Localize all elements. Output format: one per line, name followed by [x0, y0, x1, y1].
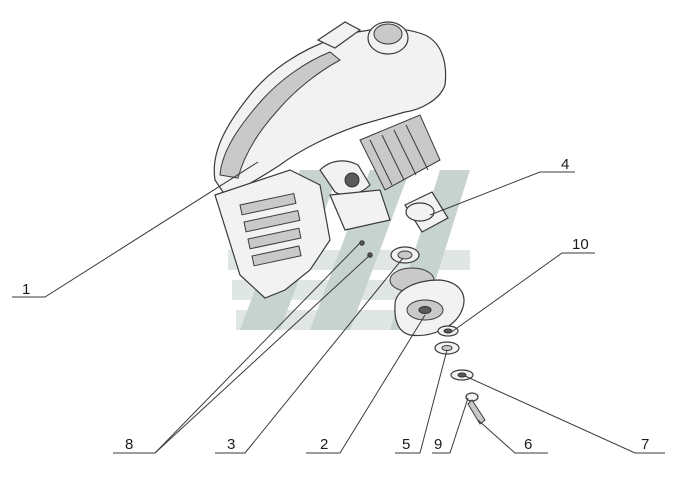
leader-2 [306, 314, 426, 454]
part-3-washer [390, 246, 420, 264]
leader-8b [154, 254, 371, 454]
callout-4: 4 [561, 156, 569, 173]
callout-1: 1 [22, 281, 30, 298]
leader-10 [449, 252, 595, 334]
part-10-washer [437, 325, 459, 337]
engine-housing [213, 21, 447, 196]
fuel-cap [367, 21, 409, 55]
callout-5: 5 [402, 436, 410, 453]
part-4-bushing [404, 191, 449, 233]
filter-grille [239, 192, 302, 267]
callout-10: 10 [572, 236, 589, 253]
part-6-screw [465, 392, 486, 425]
callout-8: 8 [125, 436, 133, 453]
leader-5 [395, 349, 448, 454]
callout-6: 6 [524, 436, 532, 453]
leader-4 [429, 171, 575, 216]
leader-8a [113, 242, 361, 454]
leader-9 [432, 397, 469, 454]
callout-2: 2 [320, 436, 328, 453]
part-2-hub [389, 267, 465, 337]
callout-7: 7 [641, 436, 649, 453]
cylinder-fins [359, 114, 441, 191]
callout-3: 3 [227, 436, 235, 453]
callout-labels: 1 2 3 4 5 6 7 8 9 10 [22, 156, 649, 453]
callout-9: 9 [434, 436, 442, 453]
part-5-washer [434, 341, 460, 355]
leader-lines [12, 161, 665, 454]
leader-7 [464, 375, 665, 454]
leader-6 [477, 419, 548, 454]
leader-1 [12, 161, 259, 298]
carburetor-body [214, 114, 441, 299]
leader-3 [215, 257, 404, 454]
part-8-pins [359, 240, 373, 258]
